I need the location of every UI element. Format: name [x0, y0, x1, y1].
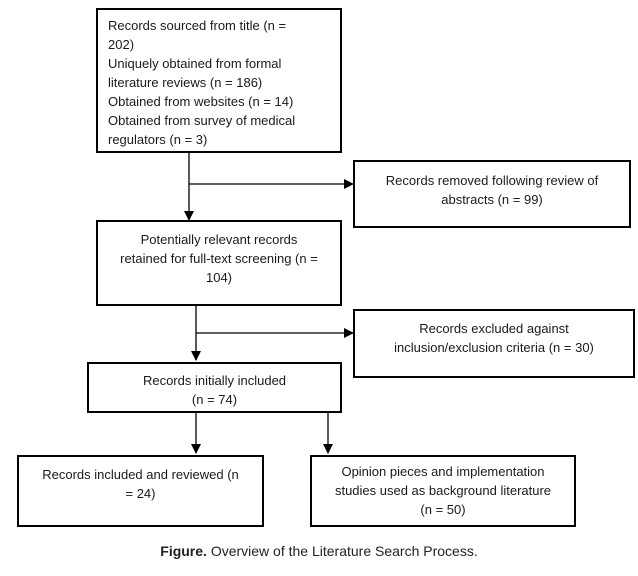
records-excluded-box: Records excluded against inclusion/exclu… [353, 309, 635, 378]
box-line: Records removed following review of [385, 173, 599, 188]
box-line: Records sourced from title (n = [108, 18, 287, 33]
records-retained-box: Potentially relevant records retained fo… [96, 220, 342, 306]
records-sourced-box: Records sourced from title (n = 202) Uni… [96, 8, 342, 153]
box-line: Records excluded against [419, 321, 569, 336]
caption-label: Figure. [160, 543, 207, 559]
records-removed-box: Records removed following review of abst… [353, 160, 631, 228]
box-line: Potentially relevant records [140, 232, 298, 247]
box-line: (n = 50) [420, 502, 466, 517]
records-initially-included-box: Records initially included (n = 74) [87, 362, 342, 413]
box-line: inclusion/exclusion criteria (n = 30) [394, 340, 594, 355]
background-literature-box: Opinion pieces and implementation studie… [310, 455, 576, 527]
box-line: Uniquely obtained from formal [108, 56, 282, 71]
box-line: studies used as background literature [334, 483, 552, 498]
box-line: 104) [205, 270, 233, 285]
box-line: retained for full-text screening (n = [120, 251, 318, 266]
records-included-reviewed-box: Records included and reviewed (n = 24) [17, 455, 264, 527]
box-line: Records included and reviewed (n [42, 467, 239, 482]
box-line: Records initially included [142, 373, 287, 388]
box-line: 202) [108, 37, 135, 52]
caption-text: Overview of the Literature Search Proces… [206, 543, 478, 559]
figure-caption: Figure. Overview of the Literature Searc… [0, 543, 638, 559]
box-line: Obtained from websites (n = 14) [108, 94, 294, 109]
box-line: regulators (n = 3) [108, 132, 208, 147]
box-line: (n = 74) [191, 392, 238, 407]
box-line: literature reviews (n = 186) [108, 75, 263, 90]
box-line: = 24) [125, 486, 156, 501]
box-line: Obtained from survey of medical [108, 113, 296, 128]
box-line: abstracts (n = 99) [441, 192, 543, 207]
box-line: Opinion pieces and implementation [341, 464, 545, 479]
